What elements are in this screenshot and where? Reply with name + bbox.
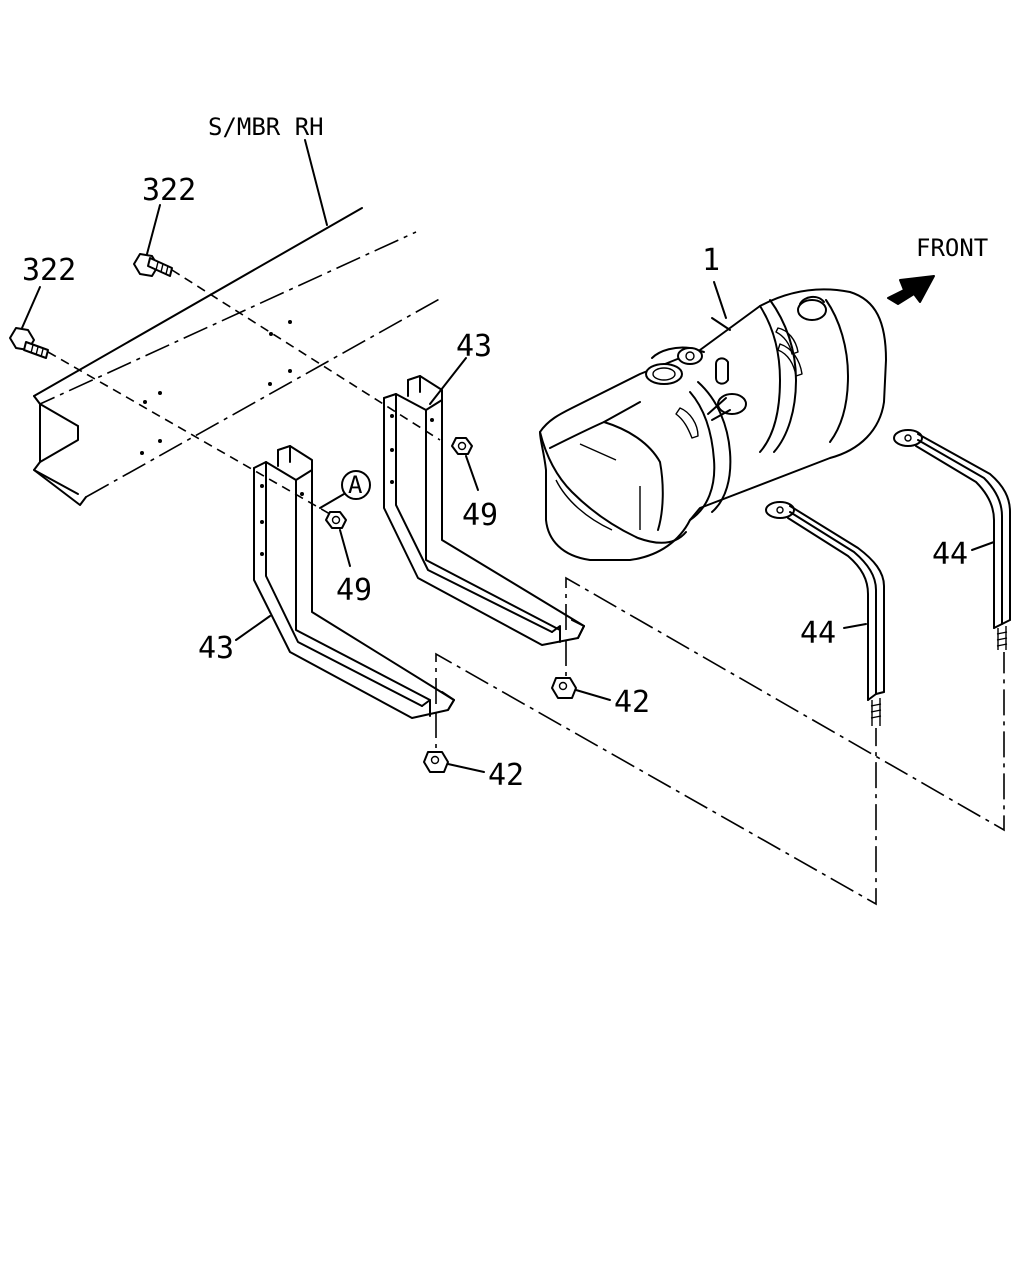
- bracket-front: [235, 445, 455, 719]
- nut-front-label: 49: [336, 573, 372, 608]
- side-member-rail: [33, 139, 444, 506]
- front-arrow-icon: [887, 275, 935, 305]
- nut-front: [325, 511, 351, 567]
- strap-rear: [893, 429, 1011, 650]
- strap-rear-label: 44: [932, 537, 968, 572]
- side-member-label: S/MBR RH: [208, 113, 324, 141]
- nut-bottom-rear: [551, 677, 611, 701]
- callout-a-label: A: [348, 471, 363, 499]
- front-strap-projection: [435, 652, 877, 906]
- bolt-upper-label: 322: [142, 173, 196, 208]
- bolt-upper: [133, 204, 173, 277]
- nut-rear: [451, 437, 479, 491]
- bracket-front-label: 43: [198, 631, 234, 666]
- rear-strap-projection: [565, 576, 1005, 832]
- bolt-lower-label: 322: [22, 253, 76, 288]
- front-label: FRONT: [916, 234, 988, 262]
- strap-front-label: 44: [800, 616, 836, 651]
- bolt-lower: [9, 286, 49, 359]
- fuel-tank: [539, 281, 887, 561]
- nut-bottom-rear-label: 42: [614, 685, 650, 720]
- nut-bottom-front: [423, 751, 485, 773]
- nut-bottom-front-label: 42: [488, 758, 524, 793]
- strap-front: [765, 501, 885, 726]
- fuel-tank-label: 1: [702, 243, 720, 278]
- bracket-rear-label: 43: [456, 329, 492, 364]
- bolt-upper-projection: [171, 269, 441, 441]
- bolt-lower-projection: [47, 351, 331, 515]
- nut-rear-label: 49: [462, 498, 498, 533]
- callout-a: [319, 470, 371, 509]
- bracket-rear: [383, 357, 585, 646]
